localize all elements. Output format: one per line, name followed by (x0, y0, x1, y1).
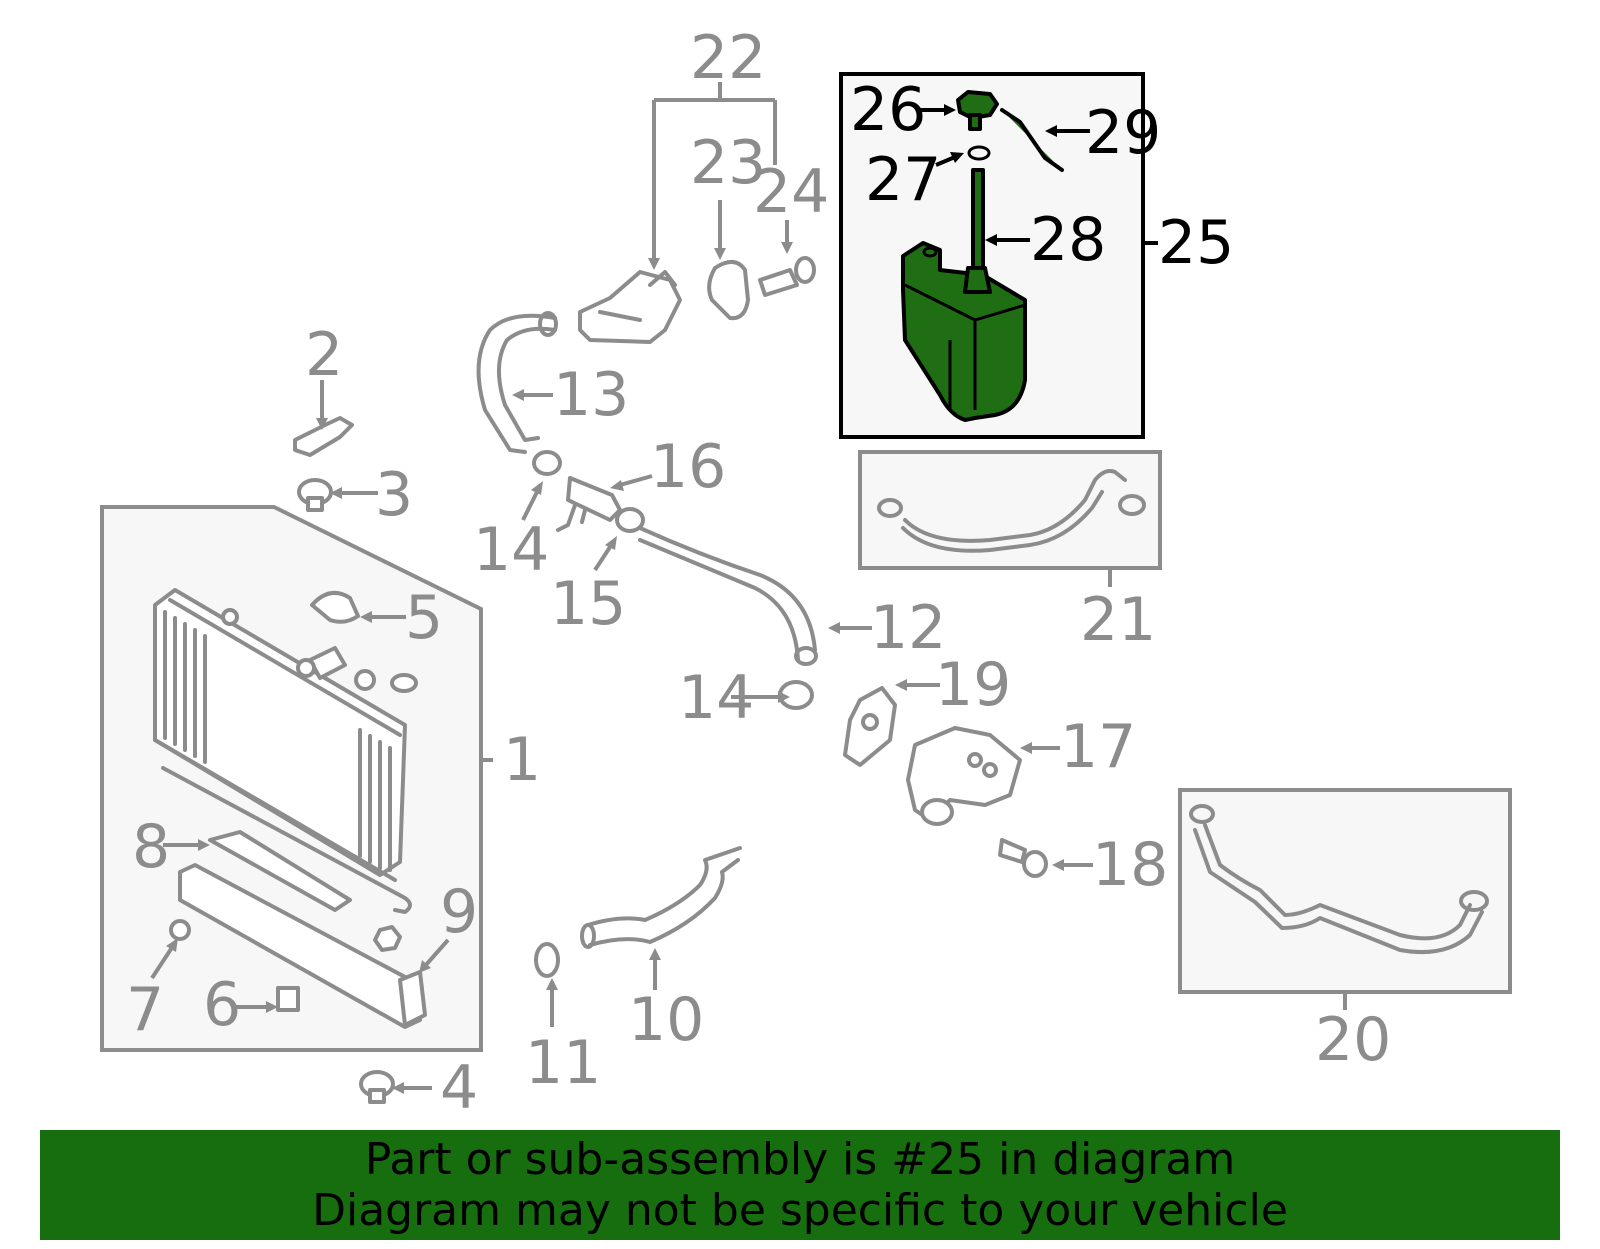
label-12: 12 (870, 593, 946, 663)
bolt-24[interactable] (758, 256, 816, 297)
label-11: 11 (525, 1028, 601, 1098)
leader-lines (150, 82, 1347, 1094)
hose-10[interactable] (580, 846, 742, 949)
label-6: 6 (203, 970, 241, 1040)
label-24: 24 (753, 157, 829, 227)
label-9: 9 (440, 877, 478, 947)
gasket-23[interactable] (707, 260, 750, 321)
label-15: 15 (550, 569, 626, 639)
label-19: 19 (935, 650, 1011, 720)
hose-13[interactable] (476, 311, 558, 454)
info-banner: Part or sub-assembly is #25 in diagram D… (40, 1130, 1560, 1240)
clamp-15[interactable] (615, 507, 645, 533)
banner-line-1: Part or sub-assembly is #25 in diagram (364, 1134, 1236, 1185)
label-26: 26 (850, 75, 926, 145)
label-18: 18 (1092, 830, 1168, 900)
label-10: 10 (628, 985, 704, 1055)
label-3: 3 (375, 460, 413, 530)
label-5: 5 (405, 583, 443, 653)
label-27: 27 (865, 145, 941, 215)
clamp-14-upper[interactable] (532, 450, 562, 476)
clamp-11[interactable] (534, 942, 560, 978)
housing-22[interactable] (578, 270, 682, 344)
cap-3[interactable] (297, 478, 333, 512)
thermostat-housing-17[interactable] (906, 726, 1022, 826)
gasket-19[interactable] (843, 686, 897, 767)
label-7: 7 (126, 975, 164, 1045)
cap-5[interactable] (310, 590, 360, 624)
label-16: 16 (650, 432, 726, 502)
label-25: 25 (1158, 208, 1234, 278)
bracket-9[interactable] (398, 970, 427, 1027)
label-4: 4 (440, 1053, 478, 1123)
sensor-2[interactable] (293, 416, 354, 457)
label-8: 8 (132, 812, 170, 882)
cap-4[interactable] (359, 1070, 395, 1104)
label-20: 20 (1315, 1005, 1391, 1075)
label-1: 1 (503, 725, 541, 795)
label-17: 17 (1060, 712, 1136, 782)
radiator-assembly[interactable] (100, 505, 483, 1052)
hose-12[interactable] (638, 526, 818, 666)
hose-assembly-21[interactable] (858, 450, 1162, 570)
label-29: 29 (1085, 98, 1161, 168)
label-23: 23 (690, 128, 766, 198)
label-2: 2 (305, 320, 343, 390)
label-22: 22 (690, 23, 766, 93)
label-14-upper: 14 (473, 515, 549, 585)
label-13: 13 (553, 360, 629, 430)
label-21: 21 (1080, 585, 1156, 655)
reservoir-assembly-25[interactable] (839, 72, 1145, 439)
label-14-lower: 14 (678, 663, 754, 733)
label-28: 28 (1030, 205, 1106, 275)
hose-assembly-20[interactable] (1178, 788, 1512, 994)
pipe-16[interactable] (556, 476, 622, 532)
bolt-18[interactable] (998, 838, 1048, 878)
callout-labels: 1 2 3 4 5 6 7 8 9 10 11 12 13 14 14 15 1… (126, 23, 1391, 1123)
banner-line-2: Diagram may not be specific to your vehi… (312, 1185, 1288, 1236)
